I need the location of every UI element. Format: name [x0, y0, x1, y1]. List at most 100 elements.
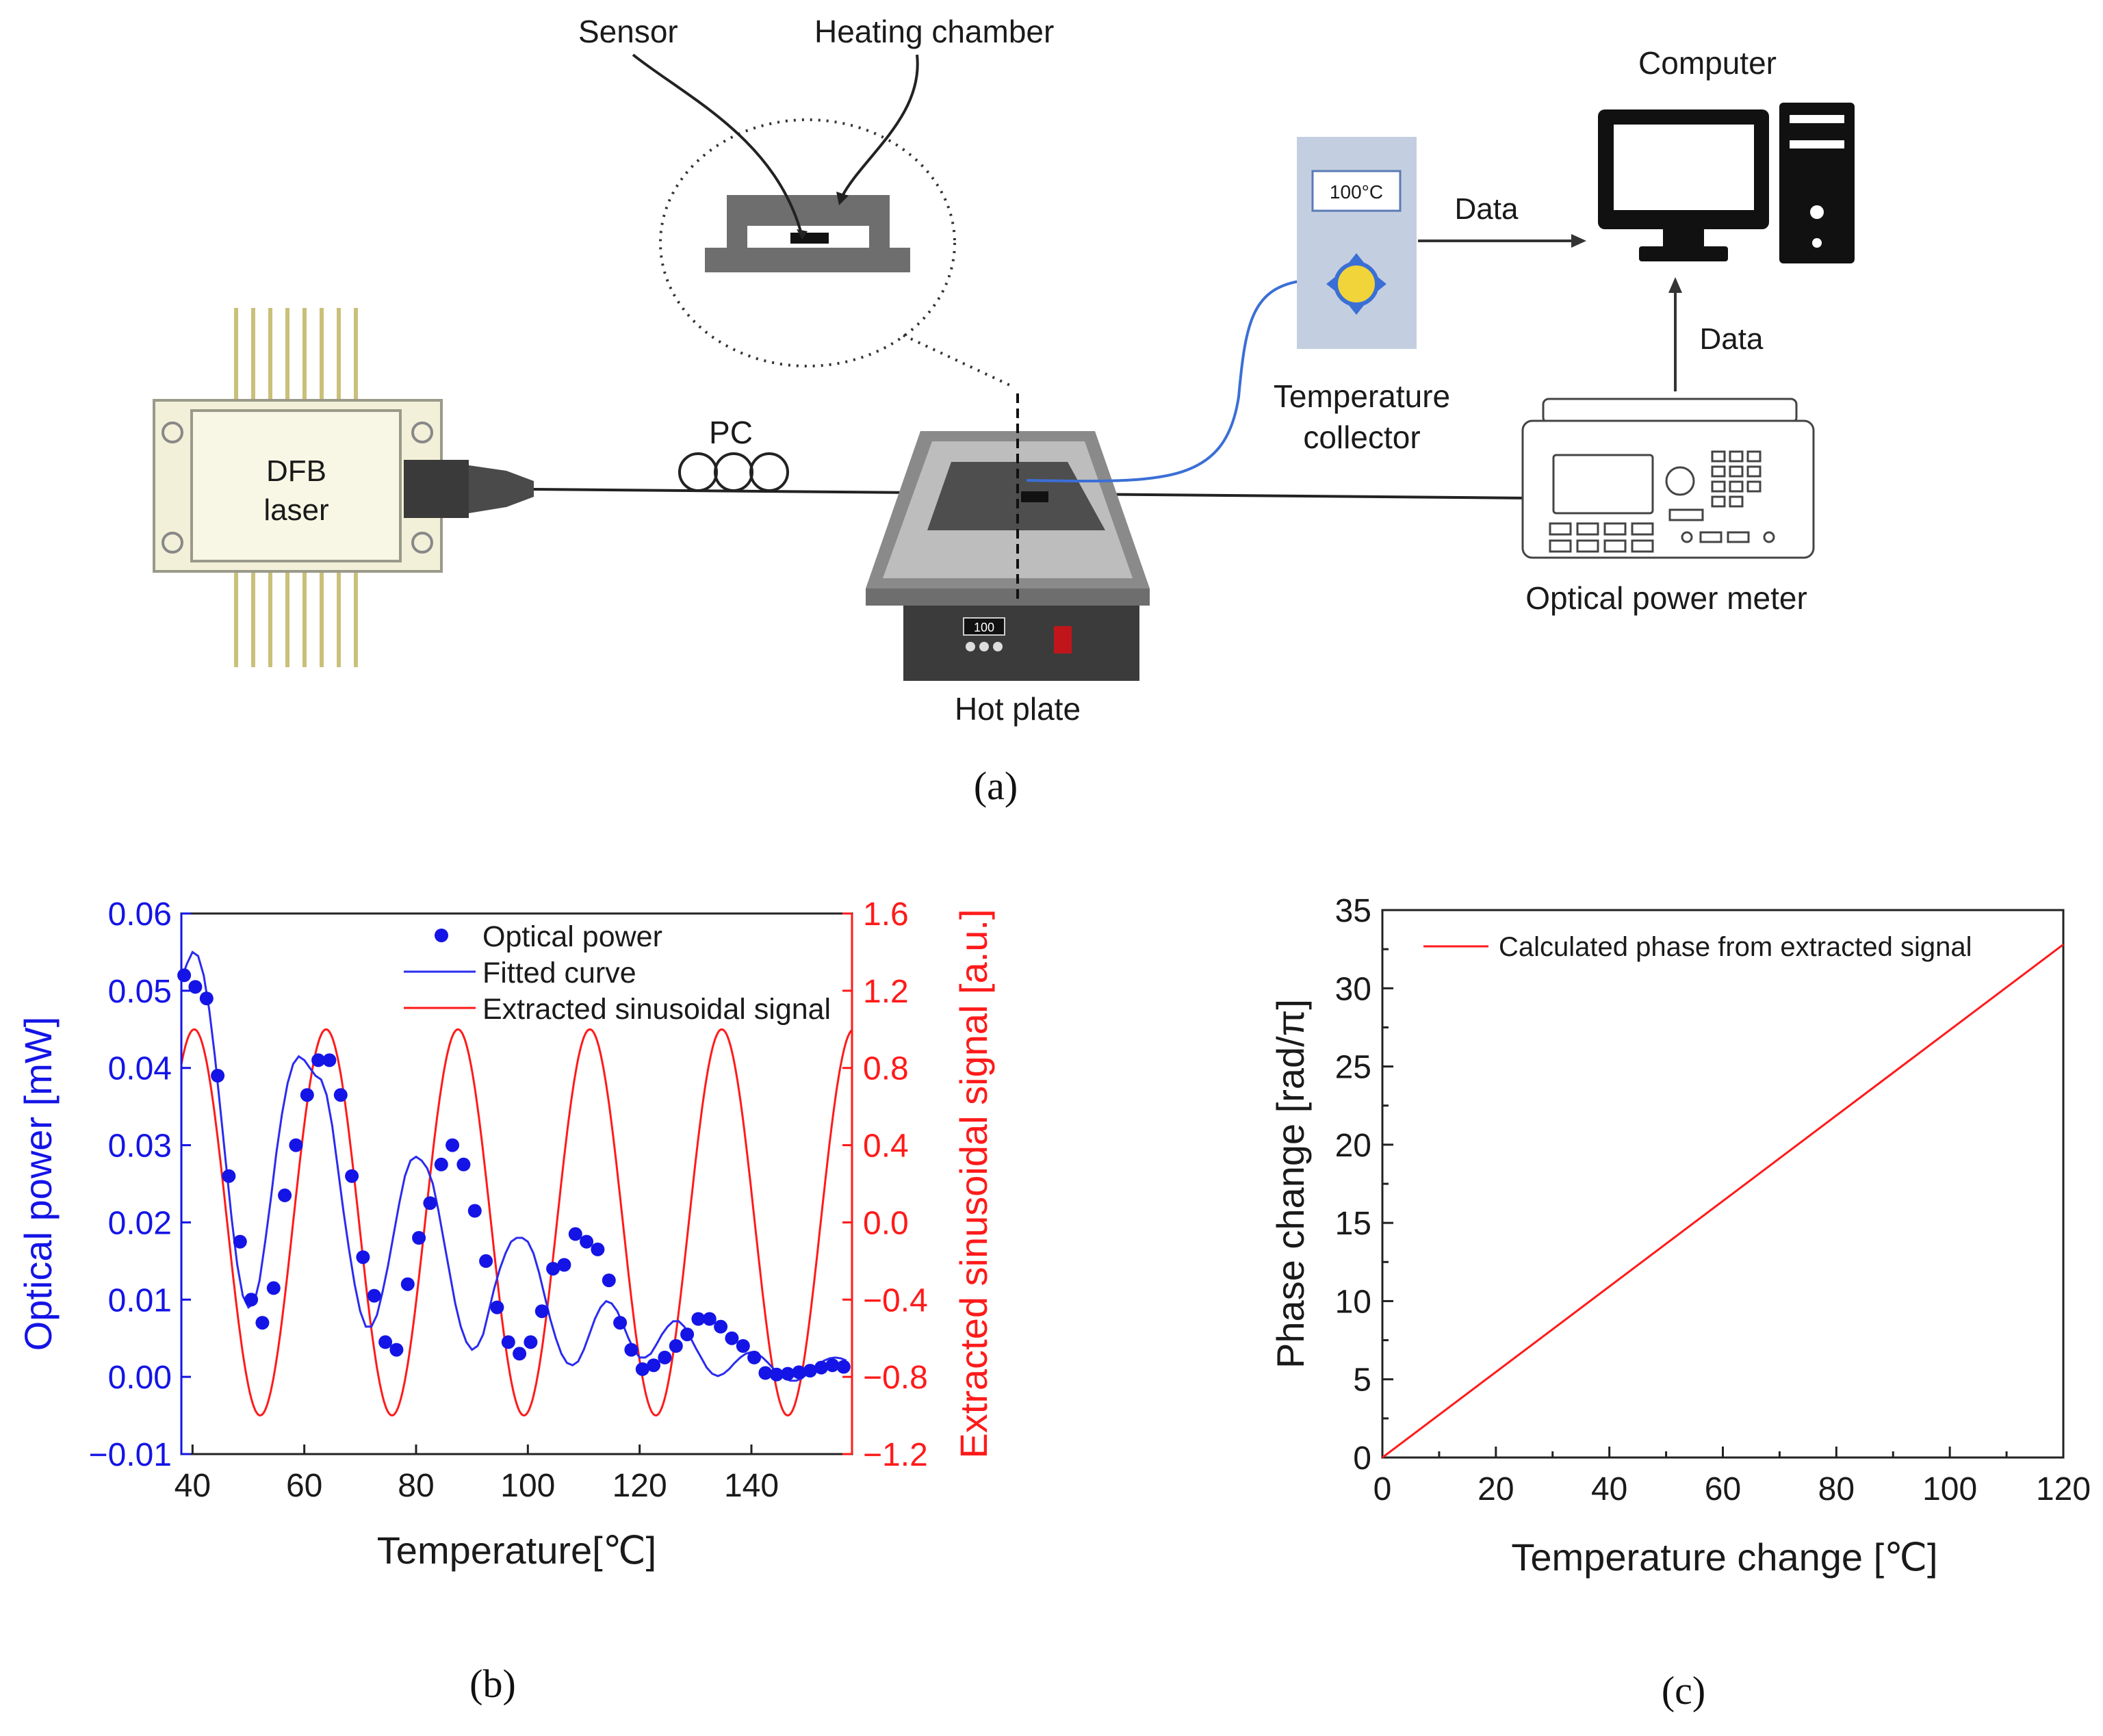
optical-power-point: [378, 1335, 393, 1349]
optical-power-point: [389, 1343, 404, 1357]
chart-b-x-tick-label: 140: [724, 1468, 779, 1504]
chart-b-y-left-tick-label: 0.00: [108, 1360, 172, 1396]
optical-power-point: [255, 1316, 270, 1330]
data-label-top: Data: [1455, 192, 1519, 226]
chart-b-y-left-tick-label: 0.05: [108, 974, 172, 1010]
chart-b-y-left-tick-label: −0.01: [89, 1437, 172, 1473]
chart-c-x-tick-label: 20: [1478, 1471, 1514, 1507]
optical-power-point: [244, 1293, 259, 1307]
sensor-label: Sensor: [578, 14, 678, 49]
dfb-label-line2: laser: [263, 493, 328, 527]
optical-power-point: [814, 1360, 829, 1375]
optical-power-point: [781, 1366, 795, 1381]
optical-power-point: [602, 1273, 616, 1288]
optical-power-point: [836, 1360, 851, 1374]
heating-chamber-label: Heating chamber: [814, 14, 1054, 49]
optical-power-point: [803, 1364, 817, 1378]
legend-optical-power-marker: [435, 929, 448, 942]
series-fitted-curve: [180, 950, 847, 1382]
optical-power-point: [356, 1250, 370, 1265]
temperature-display-value: 100°C: [1330, 181, 1383, 203]
optical-power-point: [680, 1327, 695, 1342]
optical-power-point: [647, 1358, 661, 1373]
chart-b-x-tick-label: 120: [612, 1468, 667, 1504]
series-extracted-signal: [180, 1028, 853, 1417]
data-label-right: Data: [1700, 322, 1764, 356]
chart-b-y-left-label: Optical power [mW]: [16, 1017, 60, 1351]
pc-label: PC: [709, 415, 753, 450]
chart-c-x-label: Temperature change [℃]: [1511, 1536, 1937, 1579]
hot-plate-display-value: 100: [974, 621, 994, 634]
dfb-label-line1: DFB: [266, 454, 326, 488]
chart-c-legend: Calculated phase from extracted signal: [1423, 932, 1972, 962]
chart-c-y-tick-label: 5: [1353, 1362, 1371, 1399]
chart-c-y-tick-label: 15: [1335, 1206, 1371, 1242]
temperature-collector-icon: [1297, 137, 1417, 349]
optical-power-point: [669, 1339, 683, 1353]
series-fitted-curve-group: [180, 950, 847, 1382]
optical-power-point: [635, 1362, 649, 1376]
optical-power-point: [702, 1312, 717, 1326]
temperature-sensor-cable: [1026, 279, 1304, 483]
chart-b-y-right-tick-label: 0.4: [863, 1128, 909, 1165]
optical-power-point: [524, 1335, 538, 1349]
optical-power-point: [758, 1366, 773, 1380]
polarization-controller-icon: [678, 452, 789, 492]
optical-power-meter-label: Optical power meter: [1525, 580, 1807, 616]
chart-b-y-right-tick-label: −0.4: [863, 1282, 928, 1319]
chart-b-y-left-tick-label: 0.04: [108, 1051, 172, 1087]
chart-c-x-tick-label: 0: [1373, 1471, 1392, 1507]
optical-power-point: [658, 1350, 672, 1364]
hot-plate-label: Hot plate: [955, 691, 1081, 727]
legend-calculated-phase-label: Calculated phase from extracted signal: [1499, 932, 1972, 962]
optical-power-point: [367, 1288, 381, 1303]
chart-b-y-right-tick-label: 1.2: [863, 974, 909, 1010]
temperature-collector-label-line1: Temperature: [1274, 378, 1450, 414]
chart-b-y-left-tick-label: 0.06: [108, 896, 172, 933]
temperature-collector-label-line2: collector: [1303, 419, 1420, 455]
optical-power-point: [769, 1367, 784, 1382]
hot-plate-icon: 100: [866, 393, 1150, 681]
chart-b-x-tick-label: 80: [398, 1468, 434, 1504]
chart-b-y-right-tick-label: 1.6: [863, 896, 909, 933]
optical-power-point: [446, 1138, 460, 1152]
optical-power-point: [188, 980, 203, 994]
optical-power-point: [725, 1331, 739, 1345]
chart-b-y-right-ticks: −1.2−0.8−0.40.00.40.81.21.6: [842, 896, 928, 1473]
optical-power-point: [233, 1234, 247, 1249]
chart-c-series-group: [1382, 944, 2064, 1459]
optical-power-point: [490, 1300, 504, 1314]
chart-b-y-right-tick-label: −0.8: [863, 1360, 928, 1396]
chart-b-y-right-tick-label: 0.8: [863, 1051, 909, 1087]
chart-c-x-tick-label: 100: [1922, 1471, 1977, 1507]
legend-optical-power-label: Optical power: [482, 920, 662, 953]
chart-b-y-left-ticks: −0.010.000.010.020.030.040.050.06: [89, 896, 191, 1473]
optical-power-point: [501, 1335, 515, 1349]
chart-c-y-label: Phase change [rad/π]: [1269, 999, 1312, 1369]
legend-extracted-signal-label: Extracted sinusoidal signal: [482, 993, 831, 1026]
optical-power-point: [300, 1088, 314, 1102]
optical-power-point: [557, 1258, 571, 1272]
optical-power-point: [467, 1204, 482, 1218]
optical-power-point: [322, 1053, 337, 1067]
caption-b: (b): [469, 1661, 516, 1706]
optical-power-point: [546, 1262, 560, 1276]
optical-power-point: [456, 1157, 471, 1171]
optical-power-point: [691, 1312, 706, 1326]
chart-b-y-left-tick-label: 0.03: [108, 1128, 172, 1165]
optical-power-point: [199, 992, 214, 1006]
chart-c-x-tick-label: 60: [1705, 1471, 1741, 1507]
chart-c-y-tick-label: 35: [1335, 893, 1371, 929]
optical-power-point: [568, 1227, 582, 1241]
chart-c-x-tick-label: 40: [1591, 1471, 1627, 1507]
caption-c: (c): [1662, 1668, 1705, 1713]
optical-power-point: [423, 1196, 437, 1210]
chart-b-x-tick-label: 40: [175, 1468, 211, 1504]
optical-power-point: [613, 1316, 628, 1330]
optical-power-point: [714, 1319, 728, 1334]
